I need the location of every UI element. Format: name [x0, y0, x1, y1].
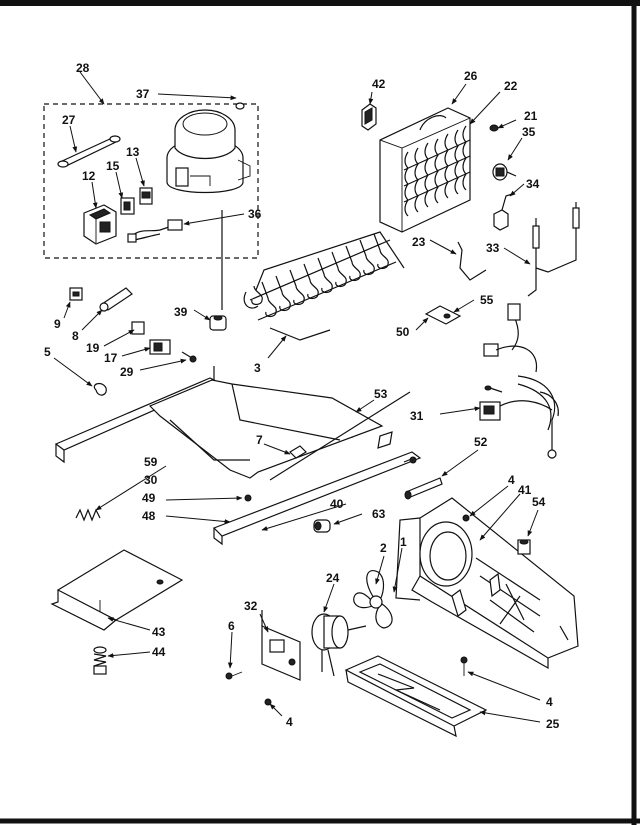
callout-1: 1: [400, 535, 407, 549]
callout-27: 27: [62, 113, 76, 127]
callout-43: 43: [152, 625, 166, 639]
callout-21: 21: [524, 109, 538, 123]
part-12-relay: [83, 204, 117, 245]
callout-8: 8: [72, 329, 79, 343]
callout-17: 17: [104, 351, 118, 365]
callout-4-lower: 4: [286, 715, 293, 729]
callout-44: 44: [152, 645, 166, 659]
callout-25: 25: [546, 717, 560, 731]
callout-34: 34: [526, 177, 540, 191]
part-34-clip: [493, 193, 513, 231]
part-54-grommet: [517, 539, 531, 555]
part-2-fan-blade: [353, 570, 393, 629]
part-44-spring: [93, 646, 107, 675]
callout-35: 35: [522, 125, 536, 139]
callout-4-upper: 4: [508, 473, 515, 487]
callout-63: 63: [372, 507, 386, 521]
callout-48: 48: [142, 509, 156, 523]
part-31-harness: [479, 303, 559, 459]
part-28-compressor: [166, 102, 251, 194]
part-39-grommet: [209, 315, 227, 331]
callout-5: 5: [44, 345, 51, 359]
part-23-hook: [457, 241, 487, 281]
callout-29: 29: [120, 365, 134, 379]
callout-labels: 28 37 27 15 13 12 36 42 26 22 21 35 34 2…: [44, 61, 560, 731]
callout-3: 3: [254, 361, 261, 375]
part-8-plug: [99, 287, 133, 312]
callout-31: 31: [410, 409, 424, 423]
callout-24: 24: [326, 571, 340, 585]
part-15-clip: [120, 197, 135, 215]
callout-41: 41: [518, 483, 532, 497]
callout-30: 30: [144, 473, 158, 487]
part-50-bracket: [424, 305, 462, 325]
leader-lines: [53, 71, 541, 723]
part-17-valve: [149, 339, 171, 355]
part-59-spring: [75, 508, 101, 522]
callout-26: 26: [464, 69, 478, 83]
callout-32: 32: [244, 599, 258, 613]
part-33-thermistor: [527, 202, 580, 297]
part-21-screw: [489, 124, 499, 132]
callout-23: 23: [412, 235, 426, 249]
part-49-screw: [244, 494, 252, 502]
callout-28: 28: [76, 61, 90, 75]
part-36-harness: [127, 219, 183, 243]
callout-22: 22: [504, 79, 518, 93]
callout-9: 9: [54, 317, 61, 331]
callout-52: 52: [474, 435, 488, 449]
evaporator-coils: [251, 233, 389, 318]
callout-36: 36: [248, 207, 262, 221]
callout-19: 19: [86, 341, 100, 355]
part-40-rail: [212, 431, 422, 546]
part-25-drain-pan: [344, 655, 488, 738]
part-9-cap: [69, 287, 83, 301]
callout-37: 37: [136, 87, 150, 101]
part-63-bushing: [313, 519, 331, 533]
part-41-fan-bracket: [395, 497, 579, 670]
callout-13: 13: [126, 145, 140, 159]
part-13-cover: [139, 187, 153, 205]
callout-53: 53: [374, 387, 388, 401]
callout-33: 33: [486, 241, 500, 255]
callout-39: 39: [174, 305, 188, 319]
part-35-sensor: [492, 163, 517, 181]
callout-50: 50: [396, 325, 410, 339]
callout-4-right: 4: [546, 695, 553, 709]
callout-6: 6: [228, 619, 235, 633]
callout-59: 59: [144, 455, 158, 469]
callout-7: 7: [256, 433, 263, 447]
part-30-frame: [54, 366, 384, 479]
callout-54: 54: [532, 495, 546, 509]
part-3-evaporator: [243, 231, 405, 341]
part-6-screw: [225, 671, 243, 680]
callout-40: 40: [330, 497, 344, 511]
part-19-block: [131, 321, 145, 335]
part-32-motor-bracket: [261, 610, 301, 681]
part-29-screw: [181, 351, 197, 363]
callout-12: 12: [82, 169, 96, 183]
part-42-bracket: [361, 103, 377, 131]
part-24-fan-motor: [311, 613, 367, 677]
callout-42: 42: [372, 77, 386, 91]
callout-15: 15: [106, 159, 120, 173]
callout-49: 49: [142, 491, 156, 505]
part-4-screw-upper: [462, 514, 470, 522]
callout-2: 2: [380, 541, 387, 555]
part-22-condenser: [379, 107, 471, 233]
compressor-kit-box: [43, 103, 259, 259]
part-52-screw: [404, 477, 443, 500]
part-4-screw-lower: [264, 698, 272, 706]
part-43-panel: [50, 549, 184, 631]
callout-55: 55: [480, 293, 494, 307]
part-27-tube: [57, 135, 121, 168]
part-4-screw-right: [460, 656, 468, 676]
